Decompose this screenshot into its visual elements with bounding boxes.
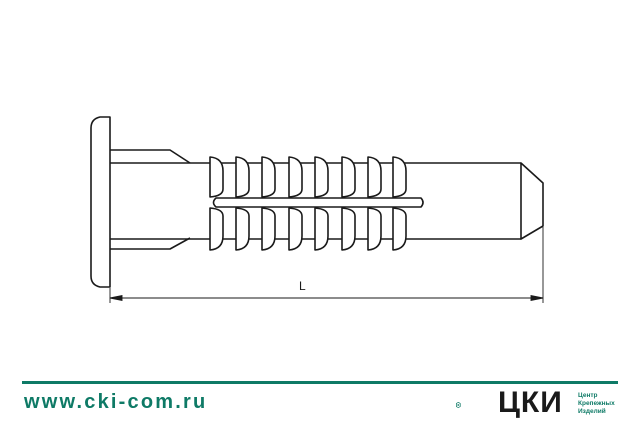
brand-subtitle: Центр Крепежных Изделий [578, 392, 615, 416]
rib-bottom [288, 207, 303, 251]
brand-subtitle-line: Изделий [578, 408, 606, 415]
rib-top [314, 156, 329, 198]
brand-name: ЦКИ [498, 386, 563, 419]
brand-subtitle-line: Крепежных [578, 400, 615, 407]
dowel-head [90, 116, 111, 288]
dowel-tip [520, 162, 544, 240]
rib-top [209, 156, 224, 198]
cki-logo-icon [456, 401, 461, 409]
rib-bottom [341, 207, 356, 251]
rib-top [367, 156, 382, 198]
footer-divider [22, 381, 618, 384]
arrow-left-icon [109, 294, 123, 302]
website-link[interactable]: www.cki-com.ru [24, 391, 208, 413]
dowel-slot [212, 197, 424, 208]
dimension-label: L [299, 279, 306, 293]
rib-bottom [367, 207, 382, 251]
rib-top [235, 156, 250, 198]
brand-subtitle-line: Центр [578, 392, 598, 399]
dowel-collar-top [110, 149, 191, 164]
rib-top [261, 156, 276, 198]
rib-bottom [392, 207, 407, 251]
rib-top [392, 156, 407, 198]
rib-top [288, 156, 303, 198]
dowel-drawing: L [90, 116, 544, 303]
rib-bottom [261, 207, 276, 251]
rib-bottom [235, 207, 250, 251]
arrow-right-icon [530, 294, 544, 302]
dowel-collar-bottom [110, 237, 191, 250]
rib-top [341, 156, 356, 198]
rib-bottom [314, 207, 329, 251]
rib-bottom [209, 207, 224, 251]
